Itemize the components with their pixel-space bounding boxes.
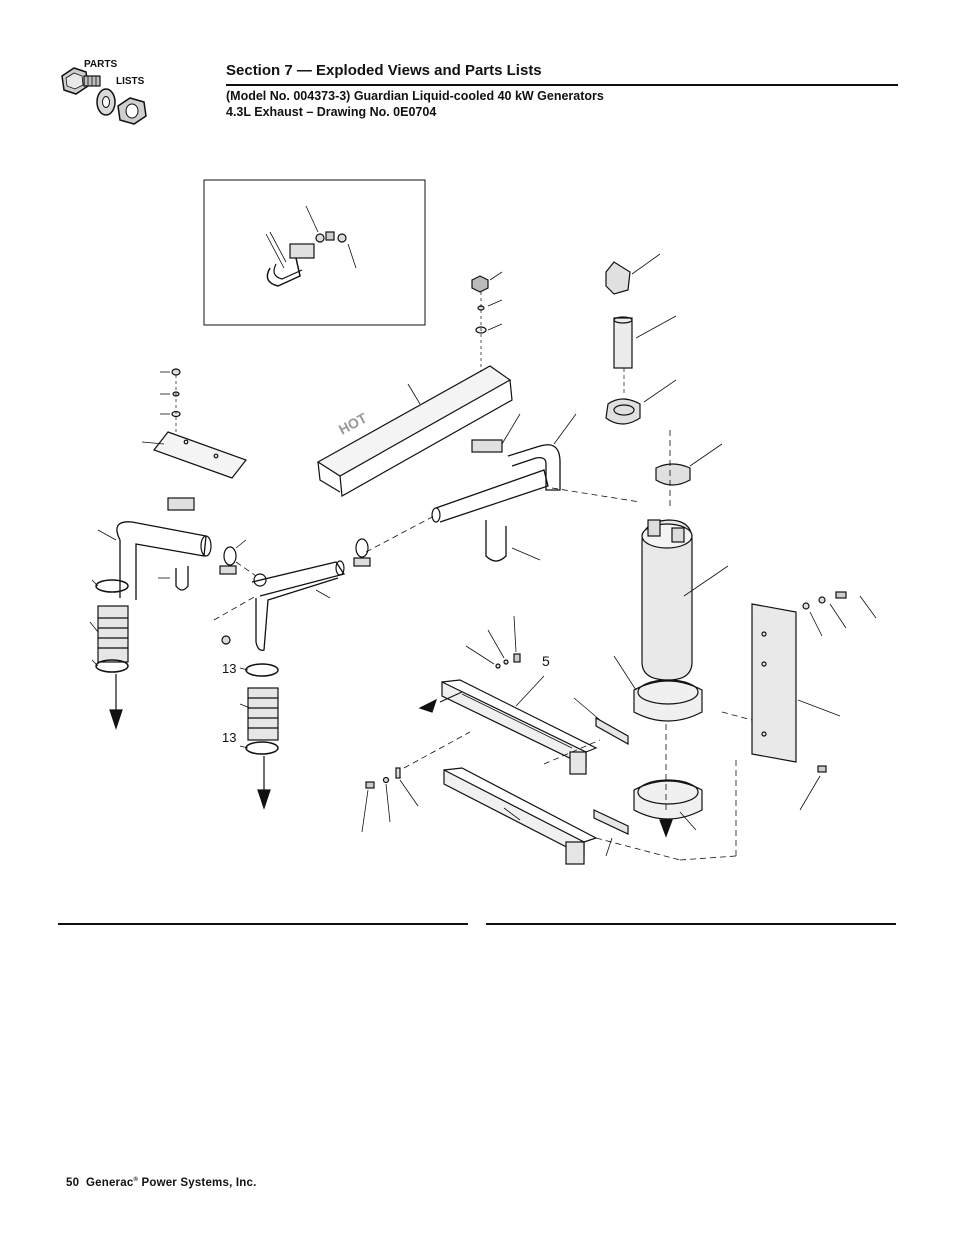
callout-13-upper: 13 [222, 661, 236, 676]
center-flex-connector [221, 635, 279, 810]
subtitle-model: (Model No. 004373-3) Guardian Liquid-coo… [226, 89, 604, 103]
lower-mounting-rail [403, 731, 681, 865]
parts-lists-logo: PARTS LISTS [61, 59, 147, 125]
rail-hardware [465, 615, 521, 669]
exploded-view-drawing: HOT 13 13 5 [89, 179, 877, 865]
lower-rail-hardware [361, 767, 419, 833]
left-u-bolt [158, 497, 195, 591]
drawing-subtitle: (Model No. 004373-3) Guardian Liquid-coo… [226, 88, 604, 120]
parts-list-divider-left [58, 923, 468, 925]
mounting-panel [679, 603, 841, 861]
left-flex-connector [89, 579, 129, 730]
page-footer: 50 Generac® Power Systems, Inc. [66, 1177, 256, 1189]
bolt-icon [61, 67, 101, 95]
top-hardware-stack [471, 271, 503, 372]
center-y-pipe [251, 560, 346, 651]
assembly-guide-lines [213, 515, 435, 621]
muffler-outlet-tube [605, 253, 723, 510]
callout-5: 5 [542, 653, 550, 669]
mounting-plate [141, 431, 247, 479]
center-clamps [219, 538, 371, 575]
left-exhaust-pipe [97, 521, 212, 600]
parts-list-divider-right [486, 923, 896, 925]
logo-text-lists: LISTS [116, 76, 145, 87]
nut-icon [117, 97, 147, 125]
left-hardware-stack [160, 368, 181, 432]
muffler [551, 487, 729, 681]
heat-shield [316, 365, 513, 497]
washer-icon [96, 88, 116, 116]
hot-warning-label: HOT [336, 409, 370, 437]
title-divider [226, 84, 898, 86]
registered-mark: ® [133, 1177, 139, 1184]
u-bolt-detail-inset [203, 179, 426, 326]
page-number: 50 [66, 1177, 80, 1189]
section-title: Section 7 — Exploded Views and Parts Lis… [226, 62, 542, 79]
callout-13-lower: 13 [222, 730, 236, 745]
company-name: Generac [86, 1177, 134, 1189]
subtitle-drawing-number: 4.3L Exhaust – Drawing No. 0E0704 [226, 105, 437, 119]
logo-text-parts: PARTS [84, 59, 117, 70]
company-suffix: Power Systems, Inc. [141, 1177, 257, 1189]
upper-mounting-rail [418, 675, 629, 775]
right-hardware [799, 591, 877, 811]
tailpipe-section [431, 413, 577, 562]
muffler-clamps [613, 655, 703, 838]
